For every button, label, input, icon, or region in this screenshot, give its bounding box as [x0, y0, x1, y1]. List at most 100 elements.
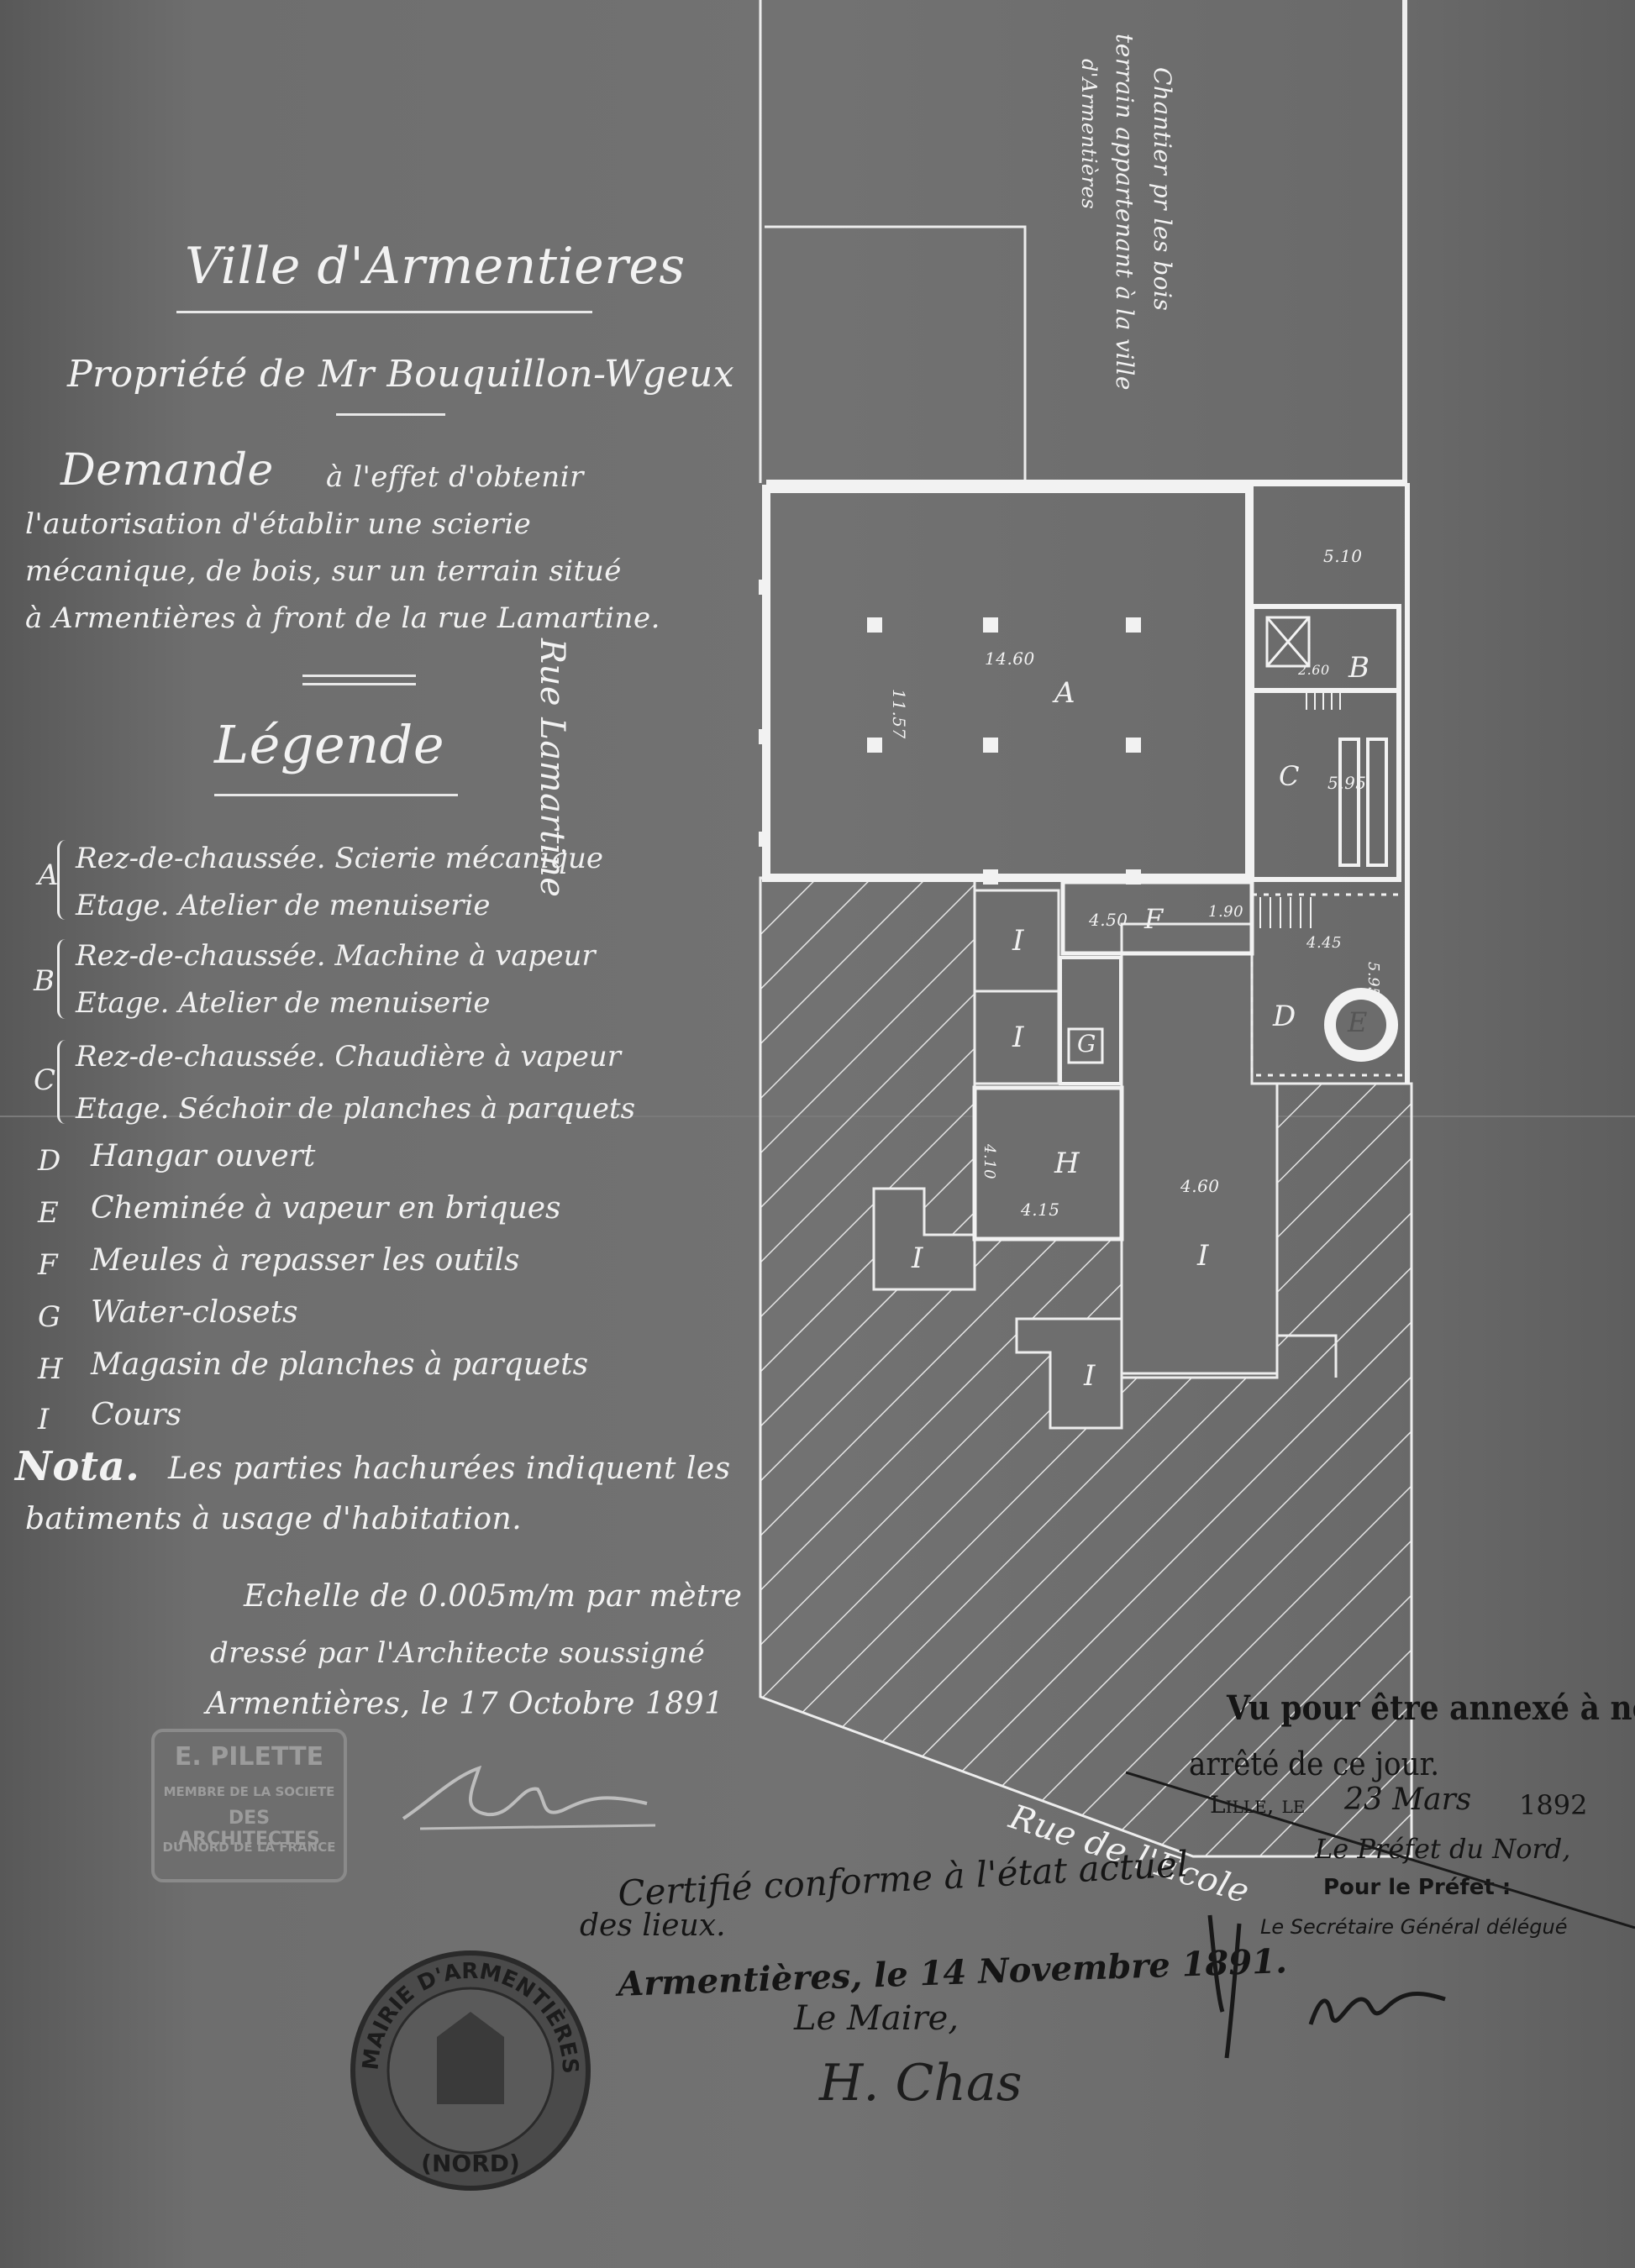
owner-title: Propriété de Mr Bouquillon-Wgeux — [67, 353, 735, 396]
architect-signature — [402, 1765, 656, 1830]
dim-h-depth: 4.10 — [980, 1144, 998, 1180]
legend-text-d: Hangar ouvert — [91, 1139, 316, 1173]
cert-line4: Le Maire, — [794, 1999, 959, 2038]
dim-b-small: 2.60 — [1298, 662, 1330, 678]
prefecture-line6: Le Secrétaire Général délégué — [1260, 1915, 1568, 1939]
architect-stamp-line3: DU NORD DE LA FRANCE — [162, 1840, 336, 1855]
legend-text-f: Meules à repasser les outils — [91, 1243, 520, 1278]
architect-stamp: E. PILETTE MEMBRE DE LA SOCIETE DES ARCH… — [151, 1729, 347, 1882]
request-line1-rest: à l'effet d'obtenir — [326, 460, 584, 494]
legend-rule-top2 — [302, 683, 416, 685]
mairie-seal: MAIRIE D'ARMENTIÈRES (NORD) — [350, 1950, 591, 2191]
dim-top-right: 5.10 — [1323, 546, 1363, 566]
legend-a-line2: Etage. Atelier de menuiserie — [76, 889, 491, 922]
architect-stamp-name: E. PILETTE — [174, 1742, 324, 1772]
prefecture-line1: Vu pour être annexé à notre — [1227, 1688, 1635, 1728]
architect-stamp-line2: DES ARCHITECTES — [178, 1808, 320, 1850]
chantier-line2: terrain appartenant à la ville — [1111, 34, 1138, 391]
cert-line2: des lieux. — [580, 1908, 726, 1943]
drawing-date: Armentières, le 17 Octobre 1891 — [206, 1687, 724, 1721]
prefecture-year: 1892 — [1519, 1789, 1588, 1821]
chantier-line3: d'Armentières — [1077, 59, 1101, 210]
nota-lead: Nota. — [15, 1443, 140, 1490]
room-g — [1059, 956, 1122, 1085]
prefecture-line4: Le Préfet du Nord, — [1315, 1833, 1571, 1865]
stair-d — [1259, 897, 1312, 928]
legend-text-i: Cours — [91, 1398, 182, 1432]
town-underline — [176, 311, 592, 313]
prefect-signature — [1207, 1914, 1446, 2059]
legend-a-line1: Rez-de-chaussée. Scierie mécanique — [76, 842, 603, 875]
legend-text-h: Magasin de planches à parquets — [91, 1347, 589, 1382]
prefecture-date-hand: 23 Mars — [1344, 1782, 1472, 1817]
label-i-1: I — [1012, 924, 1024, 958]
label-i-2: I — [1012, 1021, 1024, 1054]
legend-brace-b — [57, 939, 71, 1019]
legend-text-e: Cheminée à vapeur en briques — [91, 1191, 561, 1226]
legend-brace-c — [57, 1040, 71, 1124]
drawn-by-text: dressé par l'Architecte soussigné — [210, 1636, 706, 1670]
label-e: E — [1348, 1006, 1368, 1038]
request-line2: l'autorisation d'établir une scierie — [25, 507, 532, 541]
dim-d-width: 4.45 — [1306, 934, 1343, 952]
architect-stamp-line1: MEMBRE DE LA SOCIETE — [163, 1784, 335, 1799]
pillars — [759, 580, 1141, 885]
request-lead: Demande — [60, 445, 274, 496]
legend-brace-a — [57, 840, 71, 920]
legend-key-b: B — [34, 964, 55, 998]
legend-b-line1: Rez-de-chaussée. Machine à vapeur — [76, 939, 596, 973]
legend-key-h: H — [38, 1352, 63, 1386]
dim-c-depth: 5.95 — [1327, 773, 1367, 793]
label-a: A — [1054, 676, 1076, 710]
dim-f-width: 4.50 — [1089, 910, 1128, 930]
nota-line1: Les parties hachurées indiquent les — [168, 1452, 731, 1486]
legend-key-i: I — [38, 1403, 50, 1436]
legend-underline — [214, 794, 458, 796]
prefecture-line2: arrêté de ce jour. — [1189, 1746, 1440, 1782]
chantier-line1: Chantier pr les bois — [1149, 67, 1176, 312]
room-c — [1249, 688, 1401, 882]
stair-c — [1306, 693, 1341, 710]
boiler-symbol — [1265, 616, 1311, 668]
legend-text-g: Water-closets — [91, 1295, 298, 1330]
boilers — [1338, 738, 1388, 867]
street-lamartine: Rue Lamartine — [533, 638, 571, 898]
legend-key-e: E — [38, 1196, 59, 1230]
dim-d-depth: 5.95 — [1364, 962, 1382, 998]
building-a — [762, 485, 1254, 882]
dim-h-width: 4.15 — [1021, 1200, 1060, 1220]
prefecture-place: Lille, le — [1210, 1791, 1306, 1819]
request-line4: à Armentières à front de la rue Lamartin… — [25, 601, 660, 635]
room-h — [972, 1085, 1124, 1242]
nota-line2: batiments à usage d'habitation. — [25, 1502, 523, 1536]
legend-c-line2: Etage. Séchoir de planches à parquets — [76, 1092, 636, 1126]
dim-a-depth: 11.57 — [889, 689, 909, 739]
seal-bottom-text: (NORD) — [421, 2150, 520, 2177]
paper-edge-line — [1126, 1771, 1635, 1929]
label-d: D — [1273, 1000, 1296, 1033]
label-i-3: I — [912, 1242, 923, 1275]
room-f — [1060, 879, 1254, 956]
dim-court-width: 4.60 — [1180, 1176, 1220, 1196]
label-b: B — [1348, 651, 1370, 685]
room-b — [1249, 604, 1401, 693]
legend-key-a: A — [38, 858, 59, 892]
label-g: G — [1077, 1030, 1096, 1058]
label-h: H — [1054, 1147, 1080, 1180]
legend-rule-top — [302, 675, 416, 677]
legend-key-g: G — [38, 1300, 61, 1334]
town-title: Ville d'Armentieres — [185, 237, 686, 296]
request-line3: mécanique, de bois, sur un terrain situé — [25, 554, 622, 588]
label-i-5: I — [1084, 1359, 1096, 1393]
legend-c-line1: Rez-de-chaussée. Chaudière à vapeur — [76, 1040, 621, 1074]
scale-text: Echelle de 0.005m/m par mètre — [244, 1579, 743, 1614]
owner-underline — [336, 413, 445, 416]
legend-key-d: D — [38, 1144, 61, 1178]
dim-f-depth: 1.90 — [1208, 903, 1244, 921]
legend-key-f: F — [38, 1248, 58, 1282]
dim-a-width: 14.60 — [985, 648, 1035, 669]
mayor-signature: H. Chas — [819, 2054, 1023, 2113]
legend-b-line2: Etage. Atelier de menuiserie — [76, 986, 491, 1020]
legend-key-c: C — [34, 1063, 56, 1097]
